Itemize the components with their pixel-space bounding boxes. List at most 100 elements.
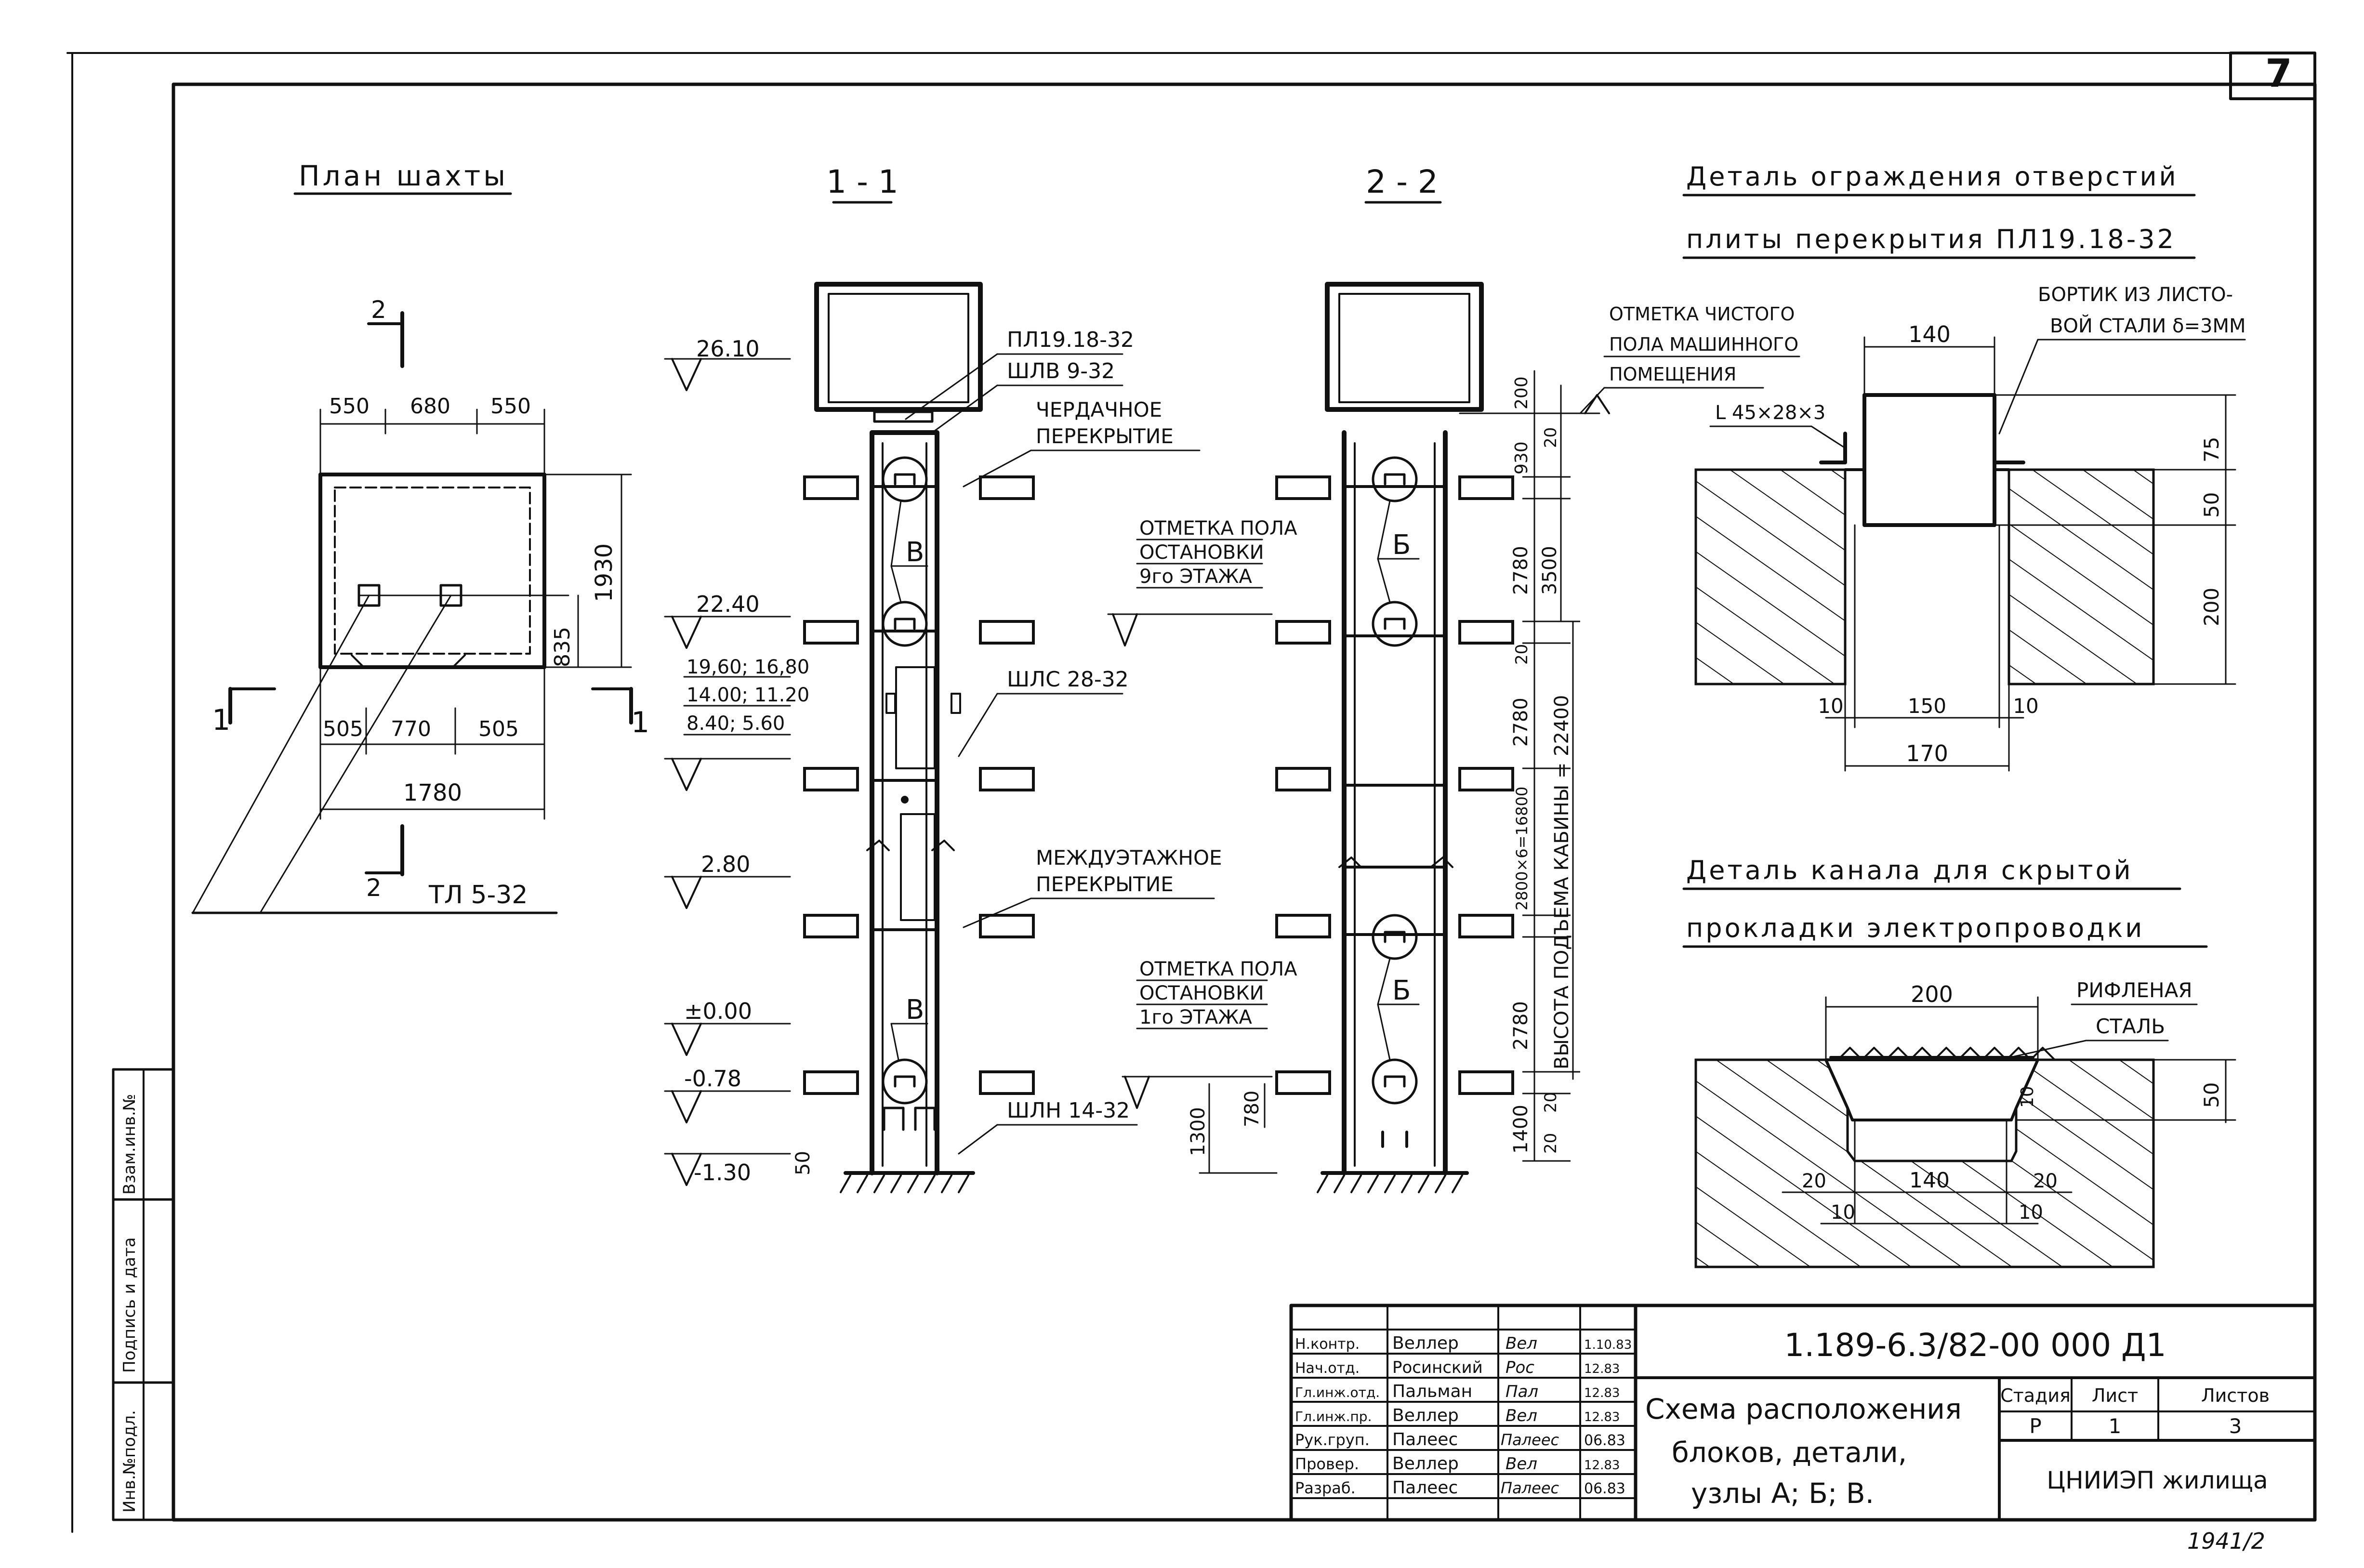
dim-2780-a: 2780 bbox=[1510, 546, 1532, 595]
row-name-4: Палеес bbox=[1392, 1430, 1458, 1449]
row-name-6: Палеес bbox=[1392, 1478, 1458, 1498]
machine-room-label: ОТМЕТКА ЧИСТОГО ПОЛА МАШИННОГО ПОМЕЩЕНИЯ bbox=[1459, 303, 1800, 414]
detail-opening-dim-10-a: 10 bbox=[1818, 694, 1843, 718]
label-stop9-3: 9го ЭТАЖА bbox=[1139, 566, 1252, 588]
title-line-2: блоков, детали, bbox=[1672, 1436, 1907, 1469]
label-stop9-1: ОТМЕТКА ПОЛА bbox=[1139, 517, 1297, 540]
label-stop1-3: 1го ЭТАЖА bbox=[1139, 1006, 1252, 1028]
row-sign-2: Пал bbox=[1506, 1382, 1538, 1401]
label-machine-3: ПОМЕЩЕНИЯ bbox=[1609, 364, 1736, 385]
detail-channel-dim-200: 200 bbox=[1911, 981, 1953, 1007]
row-name-2: Пальман bbox=[1392, 1382, 1472, 1401]
row-role-2: Гл.инж.отд. bbox=[1295, 1384, 1380, 1400]
detail-opening-dim-75: 75 bbox=[2200, 437, 2223, 462]
label-attic-2: ПЕРЕКРЫТИЕ bbox=[1036, 424, 1174, 448]
node-v-upper: В bbox=[882, 456, 928, 647]
dim-cabin-rise: ВЫСОТА ПОДЪЕМА КАБИНЫ = 22400 bbox=[1551, 695, 1573, 1069]
detail-channel: Деталь канала для скрытой прокладки элек… bbox=[1682, 855, 2236, 1268]
section-2-dims: 200 930 20 2780 3500 20 2780 2800×6=1680… bbox=[1510, 370, 1580, 1162]
section-mark-2-top: 2 bbox=[371, 296, 386, 324]
dim-20-c: 20 bbox=[1541, 1092, 1560, 1113]
section-2-2: 2 - 2 Б bbox=[1107, 163, 1800, 1193]
detail-opening-title-1: Деталь ограждения отверстий bbox=[1686, 161, 2179, 192]
dim-1400: 1400 bbox=[1510, 1105, 1532, 1154]
dim-16800: 2800×6=16800 bbox=[1513, 787, 1531, 910]
label-interfloor-1: МЕЖДУЭТАЖНОЕ bbox=[1036, 846, 1222, 870]
node-b-lower: Б bbox=[1372, 914, 1420, 1105]
node-v-lower: В bbox=[882, 994, 928, 1105]
dim-2780-c: 2780 bbox=[1510, 1001, 1532, 1050]
row-role-1: Нач.отд. bbox=[1295, 1360, 1360, 1377]
stage-header: Стадия bbox=[2000, 1385, 2071, 1406]
plan-dim-top-right: 550 bbox=[490, 394, 531, 419]
detail-opening-note-2: ВОЙ СТАЛИ δ=3ММ bbox=[2050, 314, 2245, 337]
detail-channel-dim-10-top: 10 bbox=[2018, 1086, 2037, 1108]
label-stop1-2: ОСТАНОВКИ bbox=[1139, 982, 1264, 1004]
detail-opening-dim-140: 140 bbox=[1908, 321, 1951, 347]
detail-opening-dim-10-b: 10 bbox=[2013, 694, 2038, 718]
elev-19-60: 19,60; 16,80 bbox=[687, 656, 809, 678]
signature-rows: Н.контр. Веллер Вел 1.10.83 Нач.отд. Рос… bbox=[1295, 1333, 1632, 1498]
detail-opening-dim-200: 200 bbox=[2200, 588, 2223, 626]
plan-dim-bottom-right: 505 bbox=[478, 717, 519, 741]
detail-channel-dim-140: 140 bbox=[1909, 1168, 1950, 1193]
plan-dim-height: 1930 bbox=[591, 543, 618, 602]
detail-opening-dim-170: 170 bbox=[1906, 740, 1948, 766]
row-name-1: Росинский bbox=[1392, 1358, 1483, 1377]
row-date-4: 06.83 bbox=[1584, 1432, 1625, 1449]
section-1-labels: ПЛ19.18-32 ШЛВ 9-32 ЧЕРДАЧНОЕ ПЕРЕКРЫТИЕ… bbox=[905, 328, 1222, 1155]
detail-opening-title-2: плиты перекрытия ПЛ19.18-32 bbox=[1686, 224, 2176, 254]
label-shlv9: ШЛВ 9-32 bbox=[1007, 359, 1115, 383]
row-date-1: 12.83 bbox=[1584, 1362, 1620, 1376]
row-sign-4: Палеес bbox=[1501, 1431, 1559, 1449]
row-date-0: 1.10.83 bbox=[1584, 1338, 1632, 1352]
detail-channel-title-1: Деталь канала для скрытой bbox=[1686, 855, 2133, 885]
section-1-base-dim: 50 bbox=[792, 1151, 814, 1175]
detail-channel-dim-20-right: 20 bbox=[2033, 1170, 2058, 1192]
row-role-3: Гл.инж.пр. bbox=[1295, 1409, 1372, 1424]
elev-22-40: 22.40 bbox=[696, 591, 760, 617]
label-stop1-1: ОТМЕТКА ПОЛА bbox=[1139, 958, 1297, 980]
detail-opening-dim-150: 150 bbox=[1908, 694, 1946, 718]
row-sign-1: Рос bbox=[1506, 1358, 1534, 1377]
label-machine-1: ОТМЕТКА ЧИСТОГО bbox=[1609, 303, 1795, 325]
dim-20-a: 20 bbox=[1541, 427, 1560, 448]
section-mark-2-bottom: 2 bbox=[366, 874, 382, 902]
detail-channel-note-2: СТАЛЬ bbox=[2096, 1015, 2165, 1038]
row-role-0: Н.контр. bbox=[1295, 1336, 1360, 1353]
detail-opening-dim-50: 50 bbox=[2200, 492, 2223, 518]
title-block: 1.189-6.3/82-00 000 Д1 Схема расположени… bbox=[1289, 1304, 2317, 1522]
detail-opening-angle: L 45×28×3 bbox=[1715, 402, 1825, 424]
dim-3500: 3500 bbox=[1539, 546, 1561, 595]
label-stop9-2: ОСТАНОВКИ bbox=[1139, 541, 1264, 564]
row-name-3: Веллер bbox=[1392, 1406, 1459, 1425]
node-label-b-1: Б bbox=[1392, 529, 1411, 561]
node-label-v-1: В bbox=[906, 537, 924, 568]
plan-block-label: ТЛ 5-32 bbox=[428, 881, 528, 909]
elev-minus-1-30: -1.30 bbox=[694, 1160, 751, 1186]
elev-0-00: ±0.00 bbox=[684, 998, 752, 1024]
dim-20-b: 20 bbox=[1512, 644, 1532, 665]
dim-1300: 1300 bbox=[1187, 1107, 1209, 1156]
sheet-value: 1 bbox=[2109, 1414, 2122, 1438]
node-label-b-2: Б bbox=[1392, 975, 1411, 1006]
section-2-title: 2 - 2 bbox=[1366, 163, 1438, 200]
sheet-header: Лист bbox=[2092, 1385, 2138, 1406]
label-shln14: ШЛН 14-32 bbox=[1007, 1098, 1130, 1123]
plan-dim-top-left: 550 bbox=[329, 394, 370, 419]
row-name-0: Веллер bbox=[1392, 1333, 1459, 1353]
label-pl19: ПЛ19.18-32 bbox=[1007, 328, 1134, 352]
dim-930: 930 bbox=[1512, 441, 1532, 474]
section-2-left-labels: ОТМЕТКА ПОЛА ОСТАНОВКИ 9го ЭТАЖА ОТМЕТКА… bbox=[1107, 517, 1297, 1174]
detail-opening: Деталь ограждения отверстий плиты перекр… bbox=[1682, 161, 2246, 772]
row-sign-0: Вел bbox=[1506, 1334, 1537, 1353]
section-mark-1-right: 1 bbox=[631, 706, 649, 739]
section-1-elevations: 26.10 22.40 19,60; 16,80 14.00; 11.20 8.… bbox=[664, 336, 814, 1186]
elev-14-00: 14.00; 11.20 bbox=[687, 684, 809, 706]
sheet-number: 7 bbox=[2265, 51, 2292, 96]
plan-dim-bottom-left: 505 bbox=[323, 717, 363, 741]
title-line-3: узлы А; Б; В. bbox=[1691, 1477, 1874, 1510]
plan-dim-inner-height: 835 bbox=[550, 627, 575, 667]
row-role-5: Провер. bbox=[1295, 1455, 1359, 1473]
